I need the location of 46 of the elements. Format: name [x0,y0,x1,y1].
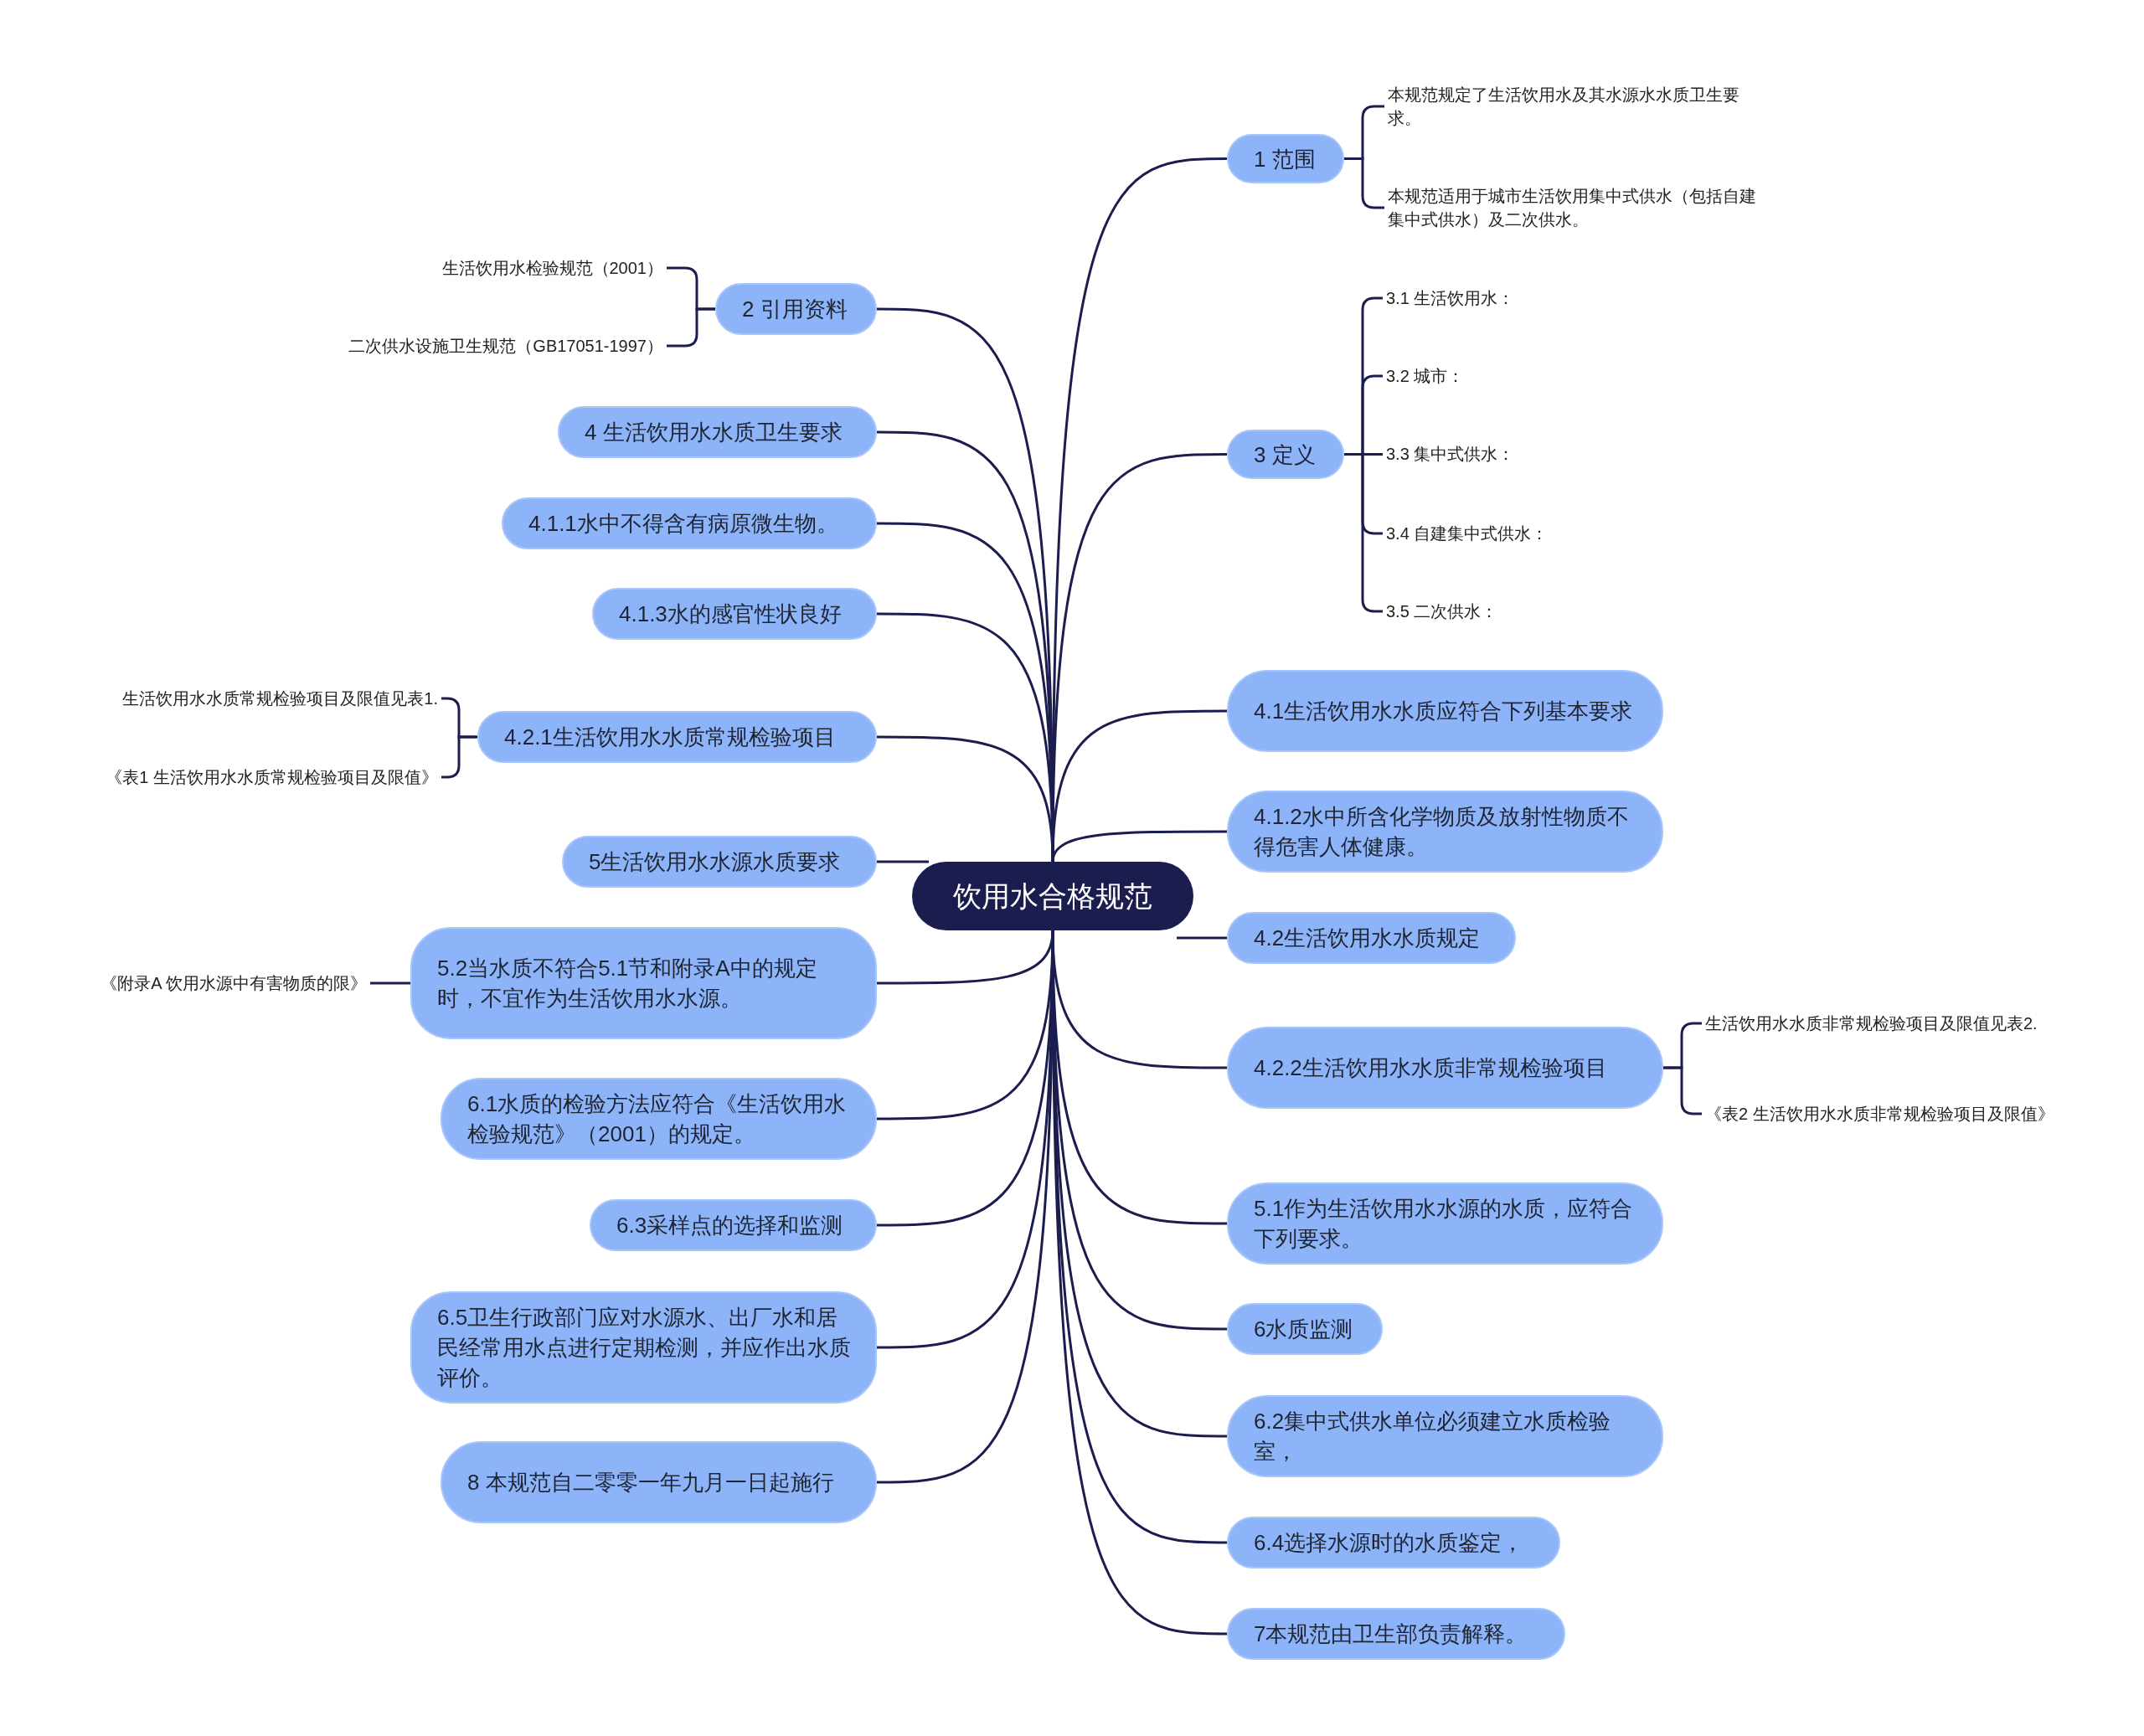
topic-text: 1 范围 [1254,145,1317,173]
topic-text: 5.1作为生活饮用水水源的水质，应符合下列要求。 [1254,1195,1634,1253]
leaf-text: 《表1 生活饮用水水质常规检验项目及限值》 [106,765,438,789]
topic-text: 4.2.2生活饮用水水质非常规检验项目 [1254,1054,1608,1082]
topic-text: 8 本规范自二零零一年九月一日起施行 [467,1469,835,1496]
branch-connector [877,735,1054,863]
topic-text: 5生活饮用水水源水质要求 [589,848,842,876]
topic-text: 4.1.3水的感官性状良好 [619,600,843,628]
topic-text: 4.1.1水中不得含有病原微生物。 [528,510,839,538]
leaf-text: 3.5 二次供水： [1386,600,1498,623]
branch-connector [877,860,929,863]
leaf-text: 《附录A 饮用水源中有害物质的限》 [100,971,367,995]
topic-text: 6.5卫生行政部门应对水源水、出厂水和居民经常用水点进行定期检测，并应作出水质评价。 [437,1304,852,1392]
leaf-text: 3.4 自建集中式供水： [1386,522,1549,545]
topic-text: 6水质监测 [1254,1316,1354,1343]
branch-connector [1177,936,1227,940]
leaf-text: 本规范规定了生活饮用水及其水源水水质卫生要求。 [1388,83,1765,130]
leaf-text: 生活饮用水水质非常规检验项目及限值见表2. [1705,1012,2038,1035]
topic-text: 4.2.1生活饮用水水质常规检验项目 [504,724,837,751]
topic-pill [558,406,877,458]
topic-text: 6.1水质的检验方法应符合《生活饮用水检验规范》（2001）的规定。 [467,1090,848,1148]
topic-text: 6.4选择水源时的水质鉴定， [1254,1529,1525,1557]
bracket-connector [370,981,410,985]
central-topic-text: 饮用水合格规范 [953,878,1152,914]
topic-text: 5.2当水质不符合5.1节和附录A中的规定时，不宜作为生活饮用水水源。 [437,955,818,1012]
topic-text: 6.3采样点的选择和监测 [616,1212,844,1239]
leaf-text: 本规范适用于城市生活饮用集中式供水（包括自建集中式供水）及二次供水。 [1388,184,1765,231]
topic-text: 2 引用资料 [742,296,848,323]
topic-text: 4.1生活饮用水水质应符合下列基本要求 [1254,698,1634,725]
leaf-text: 生活饮用水水质常规检验项目及限值见表1. [122,687,438,710]
leaf-text: 《表2 生活饮用水水质非常规检验项目及限值》 [1705,1102,2074,1126]
leaf-text: 二次供水设施卫生规范（GB17051-1997） [348,334,663,358]
topic-text: 3 定义 [1254,440,1317,469]
topic-pill [410,1291,877,1404]
topic-pill [410,927,877,1039]
topic-text: 6.2集中式供水单位必须建立水质检验室， [1254,1408,1612,1466]
topic-text: 4.2生活饮用水水质规定 [1254,925,1482,952]
topic-text: 7本规范由卫生部负责解释。 [1254,1620,1528,1648]
bracket-connector [441,735,477,779]
leaf-text: 3.2 城市： [1386,364,1465,388]
leaf-text: 生活饮用水检验规范（2001） [441,256,663,280]
topic-text: 4.1.2水中所含化学物质及放射性物质不得危害人体健康。 [1254,803,1630,861]
leaf-text: 3.3 集中式供水： [1386,442,1515,466]
bracket-connector [667,307,715,348]
topic-text: 4 生活饮用水水质卫生要求 [585,419,843,446]
leaf-text: 3.1 生活饮用水： [1386,286,1515,310]
